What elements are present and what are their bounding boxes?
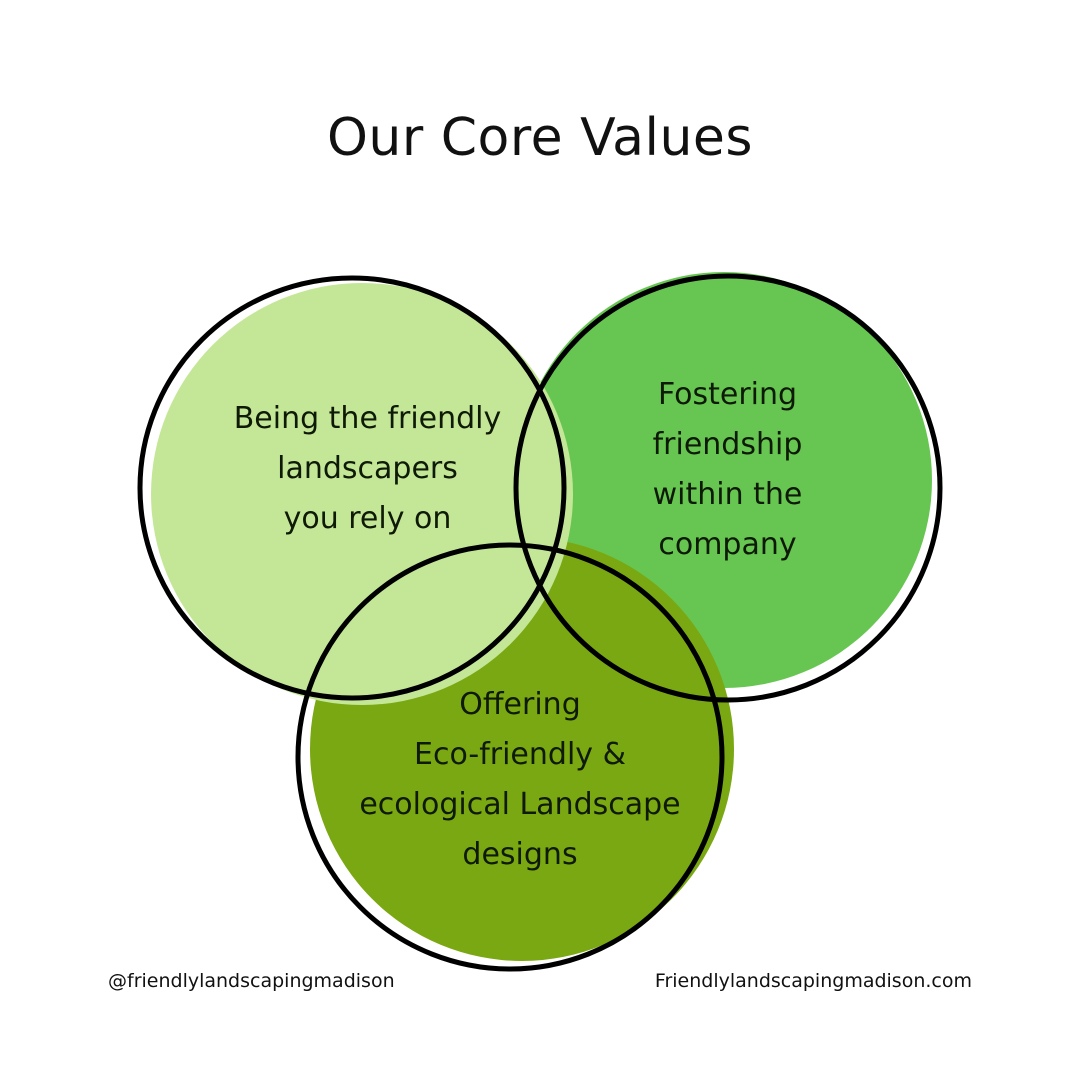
label-line: Being the friendly <box>233 401 502 436</box>
label-line: designs <box>462 837 578 872</box>
label-line: Fostering <box>657 377 798 412</box>
label-line: Eco-friendly & <box>414 737 626 772</box>
label-line: company <box>658 527 797 562</box>
label-line: Offering <box>459 687 581 722</box>
bottom-circle-label: Offering Eco-friendly & ecological Lands… <box>320 680 720 880</box>
label-line: within the <box>652 477 803 512</box>
right-circle-label: Fostering friendship within the company <box>600 370 855 570</box>
label-line: ecological Landscape <box>359 787 681 822</box>
label-line: landscapers <box>277 451 458 486</box>
left-circle-outline <box>137 275 567 701</box>
label-line: you rely on <box>283 501 452 536</box>
social-handle: @friendlylandscapingmadison <box>108 970 395 992</box>
right-circle-outline <box>513 273 943 703</box>
left-circle-fill <box>151 283 573 705</box>
left-circle-label: Being the friendly landscapers you rely … <box>200 394 535 544</box>
label-line: friendship <box>652 427 803 462</box>
page-title: Our Core Values <box>326 108 754 168</box>
website-link[interactable]: Friendlylandscapingmadison.com <box>654 970 972 992</box>
bottom-circle-outline <box>295 542 725 972</box>
